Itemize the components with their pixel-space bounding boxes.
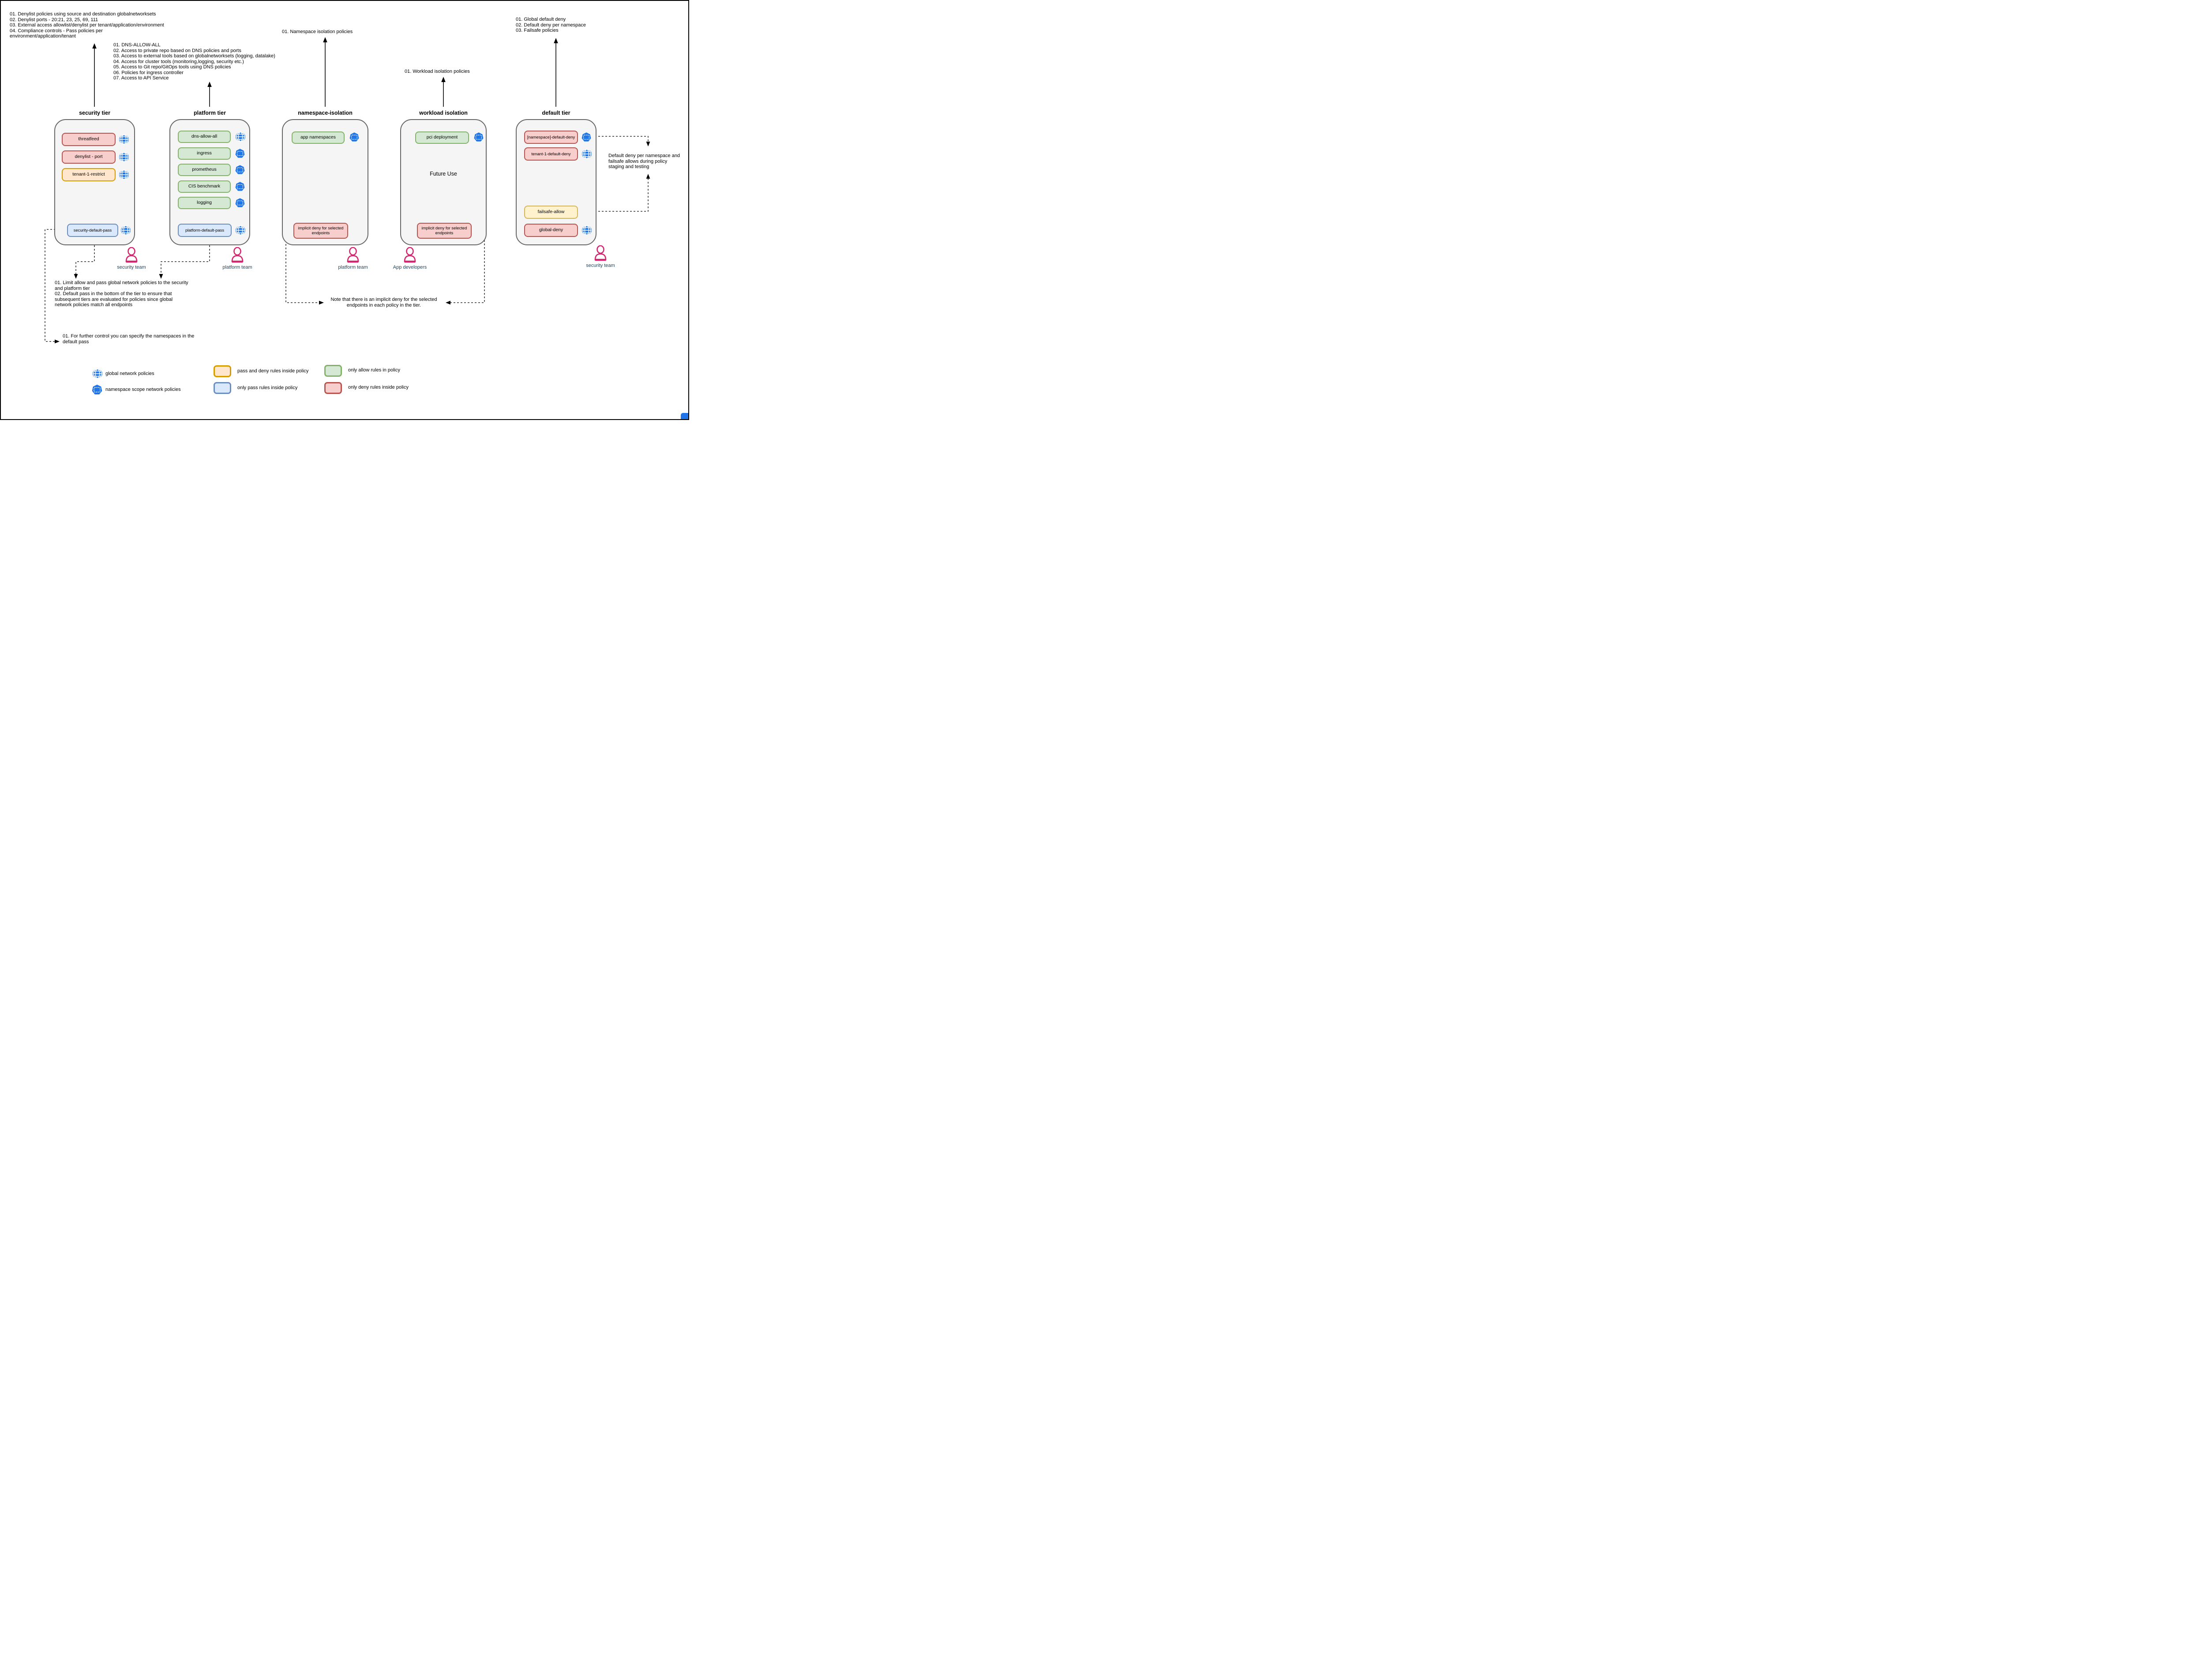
legend-label-namespace: namespace scope network policies (105, 387, 181, 392)
legend-swatch-pass-deny (214, 365, 231, 377)
future-use-label: Future Use (430, 171, 457, 177)
namespace-tier-annotation: 01. Namespace isolation policies (282, 29, 353, 34)
person-icon (230, 247, 245, 263)
namespace-scope-policy-icon (235, 198, 245, 208)
further-control-note: 01. For further control you can specify … (63, 334, 195, 345)
implicit-deny-note: Note that there is an implicit deny for … (330, 297, 437, 308)
tier-security[interactable]: threatfeed denylist - port tenant-1-rest… (54, 119, 135, 245)
diagram-canvas: 01. Denylist policies using source and d… (0, 0, 689, 420)
tier-title-namespace-isolation: namespace-isolation (298, 110, 353, 116)
person-icon (345, 247, 360, 263)
tier-title-platform: platform tier (194, 110, 226, 116)
global-network-policy-icon (119, 134, 129, 145)
legend-label-only-allow: only allow rules in policy (348, 368, 400, 373)
limit-pass-note: 01. Limit allow and pass global network … (55, 280, 188, 308)
policy-dns-allow-all[interactable]: dns-allow-all (178, 131, 231, 143)
legend-label-only-pass: only pass rules inside policy (237, 385, 298, 390)
global-network-policy-icon (119, 152, 129, 162)
policy-failsafe-allow[interactable]: failsafe-allow (524, 206, 578, 219)
namespace-scope-policy-icon (581, 132, 592, 142)
policy-namespace-default-deny[interactable]: [namespace]-default-deny (524, 131, 578, 144)
global-network-policy-icon (582, 149, 592, 159)
policy-denylist-port[interactable]: denylist - port (62, 150, 116, 164)
legend-swatch-only-pass (214, 382, 231, 394)
staging-note: Default deny per namespace and failsafe … (608, 153, 680, 170)
policy-ingress[interactable]: ingress (178, 147, 231, 160)
team-label-app-developers: App developers (393, 265, 427, 270)
global-network-policy-icon (235, 131, 246, 142)
policy-threatfeed[interactable]: threatfeed (62, 133, 116, 146)
legend-label-only-deny: only deny rules inside policy (348, 385, 409, 390)
namespace-scope-policy-icon (235, 181, 245, 192)
policy-cis-benchmark[interactable]: CIS benchmark (178, 180, 231, 193)
workload-tier-annotation: 01. Workload isolation policies (405, 69, 470, 74)
global-network-policy-icon (582, 225, 592, 236)
policy-platform-default-pass[interactable]: platform-default-pass (178, 224, 232, 237)
tier-title-workload-isolation: workload isolation (419, 110, 468, 116)
legend-swatch-only-deny (324, 382, 342, 394)
tier-title-security: security tier (79, 110, 110, 116)
policy-app-namespaces[interactable]: app namespaces (292, 131, 345, 144)
namespace-scope-policy-icon (235, 165, 245, 175)
tier-workload-isolation[interactable]: pci deployment Future Use implicit deny … (400, 119, 487, 245)
person-icon (124, 247, 139, 263)
legend-label-global: global network policies (105, 371, 154, 376)
tier-namespace-isolation[interactable]: app namespaces implicit deny for selecte… (282, 119, 368, 245)
policy-logging[interactable]: logging (178, 197, 231, 209)
team-label-security-2: security team (586, 263, 615, 268)
policy-security-default-pass[interactable]: security-default-pass (67, 224, 118, 237)
policy-tenant-1-restrict[interactable]: tenant-1-restrict (62, 168, 116, 181)
tier-platform[interactable]: dns-allow-all ingress prometheus CIS ben… (169, 119, 250, 245)
platform-tier-annotation: 01. DNS-ALLOW-ALL 02. Access to private … (113, 42, 275, 81)
policy-tenant-1-default-deny[interactable]: tenant-1-default-deny (524, 147, 578, 161)
policy-implicit-deny[interactable]: implicit deny for selected endpoints (293, 223, 348, 239)
default-tier-annotation: 01. Global default deny 02. Default deny… (516, 17, 586, 34)
team-label-security: security team (117, 265, 146, 270)
tier-title-default: default tier (542, 110, 570, 116)
tier-default[interactable]: [namespace]-default-deny tenant-1-defaul… (516, 119, 597, 245)
team-label-platform: platform team (222, 265, 252, 270)
legend-label-pass-deny: pass and deny rules inside policy (237, 368, 309, 374)
namespace-scope-policy-icon (235, 148, 245, 159)
policy-implicit-deny[interactable]: implicit deny for selected endpoints (417, 223, 472, 239)
person-icon (593, 245, 608, 261)
security-tier-annotation: 01. Denylist policies using source and d… (10, 11, 164, 39)
global-network-policy-icon (235, 225, 246, 236)
global-network-policy-icon (120, 225, 131, 236)
person-icon (402, 247, 417, 263)
team-label-platform-2: platform team (338, 265, 368, 270)
legend-global-network-policy-icon (92, 368, 103, 379)
namespace-scope-policy-icon (473, 132, 484, 142)
policy-prometheus[interactable]: prometheus (178, 164, 231, 176)
namespace-scope-policy-icon (349, 132, 360, 142)
legend-namespace-scope-policy-icon (91, 384, 103, 395)
policy-pci-deployment[interactable]: pci deployment (415, 131, 469, 144)
clipped-blue-shape (681, 413, 688, 419)
legend-swatch-only-allow (324, 365, 342, 377)
global-network-policy-icon (119, 169, 129, 180)
policy-global-deny[interactable]: global-deny (524, 224, 578, 237)
